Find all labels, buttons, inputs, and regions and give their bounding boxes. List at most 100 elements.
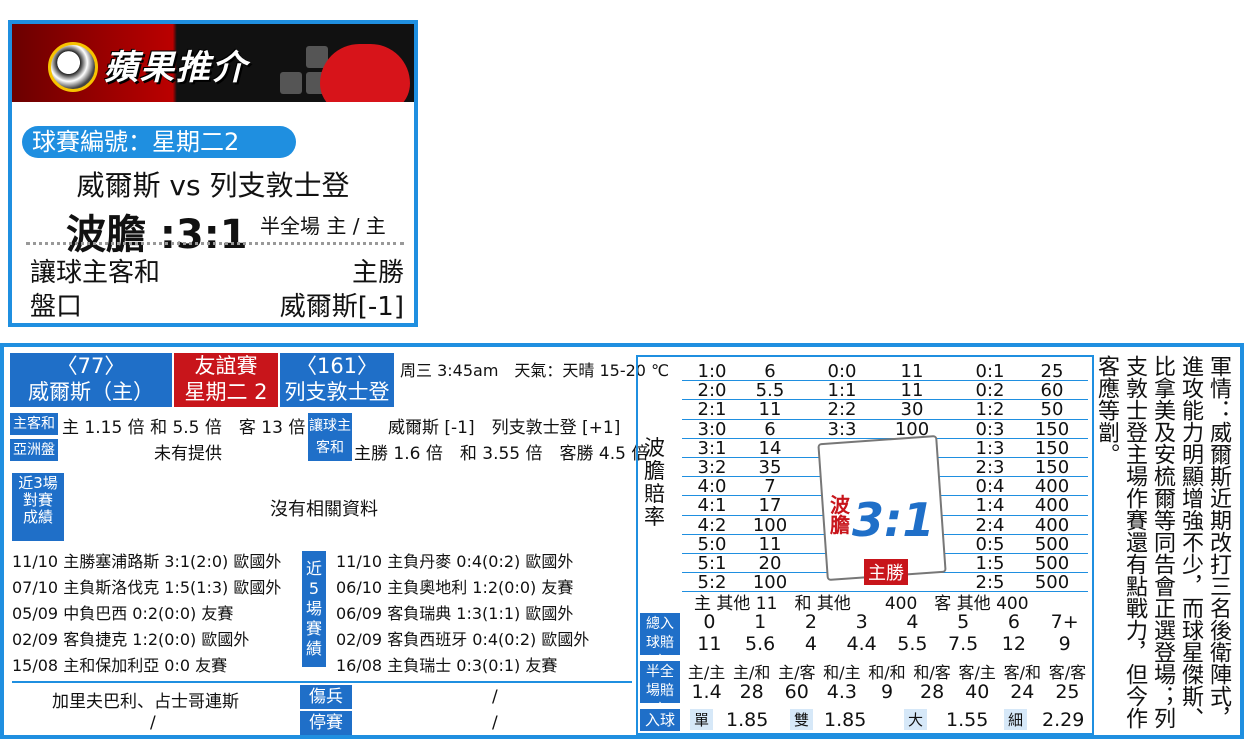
home-name: 威爾斯（主） (28, 380, 154, 404)
value-cell: 25 (1055, 681, 1080, 703)
injury-label: 傷兵 (300, 685, 352, 709)
square-icon (280, 72, 302, 94)
odds-cell: 400 (1034, 495, 1070, 517)
h2h-text: 沒有相關資料 (270, 499, 378, 520)
value-cell: 4 (804, 633, 817, 655)
odds-cell: 500 (1034, 553, 1070, 574)
odds-cell: 100 (894, 418, 930, 440)
odds-cell: 400 (1034, 476, 1070, 498)
odds-cell: 150 (1034, 437, 1070, 459)
handicap-line: 威爾斯 [-1] 列支敦士登 [+1] (388, 418, 621, 438)
value-cell: 客/客 (1048, 663, 1087, 682)
ban-label: 停賽 (300, 711, 352, 735)
correct-score-label: 波膽賠率 (644, 436, 665, 529)
away-injury: / (492, 687, 498, 707)
score-cell: 1:1 (827, 380, 857, 402)
odds-cell: 60 (1040, 380, 1064, 402)
handicap-label: 讓球主客和 (30, 258, 161, 288)
apple-icon (320, 44, 410, 102)
odds-cell: 5.5 (755, 380, 785, 402)
pick-result: 主勝 (864, 559, 908, 585)
score-cell: 1:3 (975, 437, 1005, 459)
pankou-value: 威爾斯[-1] (279, 292, 404, 322)
score-cell: 5:1 (697, 553, 727, 574)
score-cell: 2:2 (827, 399, 857, 421)
score-cell: 5:2 (697, 572, 727, 594)
match-day: 星期二 2 (184, 380, 268, 404)
value-cell: 7.5 (948, 633, 979, 655)
value-cell: 40 (965, 681, 990, 703)
list-item: 06/09 客負瑞典 1:3(1:1) 歐國外 (336, 604, 574, 623)
recent-label: 近5場賽績 (302, 551, 326, 667)
row-divider (682, 380, 1088, 382)
value-cell: 主/主 (687, 663, 726, 682)
away-team-header: 〈161〉 列支敦士登 (280, 353, 394, 407)
odd-value: 1.85 (726, 709, 769, 731)
list-item: 05/09 中負巴西 0:2(0:0) 友賽 (12, 604, 234, 623)
banner: 蘋果推介 (12, 24, 414, 102)
odds-cell: 11 (900, 361, 924, 382)
odds-cell: 100 (752, 572, 788, 594)
value-cell: 28 (739, 681, 764, 703)
home-injury: 加里夫巴利、占士哥連斯 (52, 692, 239, 712)
score-cell: 2:0 (697, 380, 727, 402)
home-ban: / (150, 713, 156, 733)
value-cell: 主/和 (732, 663, 771, 682)
even-value: 1.85 (824, 709, 867, 731)
tip-card: 蘋果推介 球賽編號：星期二2 威爾斯 vs 列支敦士登 波膽 :3:1 半全場 … (8, 20, 418, 327)
list-item: 16/08 主負瑞士 0:3(0:1) 友賽 (336, 656, 558, 675)
score-cell: 1:4 (975, 495, 1005, 517)
value-cell: 5 (957, 611, 970, 633)
score-cell: 0:1 (975, 361, 1005, 382)
score-cell: 2:4 (975, 514, 1005, 536)
odds-cell: 6 (764, 361, 776, 382)
half-full-prediction: 半全場 主 / 主 (260, 214, 386, 238)
score-cell: 1:2 (975, 399, 1005, 421)
goals-row: 單 1.85 雙 1.85 大 1.55 細 2.29 (684, 709, 1092, 731)
value-cell: 和/客 (913, 663, 951, 682)
total-goals-label: 總入球賠率 (640, 613, 680, 670)
value-cell: 主/客 (778, 663, 816, 682)
big-label: 大 (904, 709, 928, 730)
value-cell: 6 (1007, 611, 1020, 633)
match-table: 〈77〉 威爾斯（主） 友誼賽 星期二 2 〈161〉 列支敦士登 周三 3:4… (0, 343, 1244, 739)
odds-panel (636, 355, 1094, 735)
small-label: 細 (1004, 709, 1028, 730)
score-cell: 3:1 (697, 437, 727, 459)
odds-cell: 50 (1040, 399, 1064, 421)
score-cell: 2:1 (697, 399, 727, 421)
value-cell: 9 (1058, 633, 1071, 655)
home-recent-list: 11/10 主勝塞浦路斯 3:1(2:0) 歐國外 07/10 主負斯洛伐克 1… (12, 549, 281, 679)
score-cell: 3:0 (697, 418, 727, 440)
handicap-odds: 主勝 1.6 倍 和 3.55 倍 客勝 4.5 倍 (354, 444, 649, 464)
value-cell: 28 (920, 681, 945, 703)
odds-cell: 11 (758, 399, 782, 421)
score-cell: 0:3 (975, 418, 1005, 440)
time-weather: 周三 3:45am 天氣：天晴 15-20 ℃ (400, 361, 670, 380)
odds-cell: 14 (758, 437, 782, 459)
score-cell: 3:2 (697, 457, 727, 478)
odds-cell: 6 (764, 418, 776, 440)
odds-cell: 17 (758, 495, 782, 517)
odds-cell: 150 (1034, 418, 1070, 440)
asia-label: 亞洲盤 (10, 439, 58, 461)
value-cell: 3 (855, 611, 868, 633)
score-prediction: 波膽 :3:1 (66, 212, 248, 258)
value-cell: 1 (754, 611, 767, 633)
value-cell: 9 (880, 681, 894, 703)
score-cell: 4:1 (697, 495, 727, 517)
pankou-label: 盤口 (30, 292, 83, 322)
handicap-value: 主勝 (351, 258, 404, 288)
value-cell: 12 (1001, 633, 1026, 655)
home-team-header: 〈77〉 威爾斯（主） (10, 353, 172, 407)
list-item: 15/08 主和保加利亞 0:0 友賽 (12, 656, 228, 675)
match-number: 球賽編號：星期二2 (22, 126, 296, 158)
divider (12, 681, 632, 683)
analysis-text: 軍情：威爾斯近期改打三名後衛陣式，進攻能力明顯增強不少，而球星傑斯、比拿美及安梳… (1094, 355, 1231, 729)
value-cell: 和/主 (823, 663, 861, 682)
list-item: 02/09 客負西班牙 0:4(0:2) 歐國外 (336, 630, 590, 649)
odds-cell: 35 (758, 457, 782, 478)
odds-cell: 500 (1034, 533, 1070, 555)
row-divider (682, 399, 1088, 401)
away-ban: / (492, 713, 498, 733)
